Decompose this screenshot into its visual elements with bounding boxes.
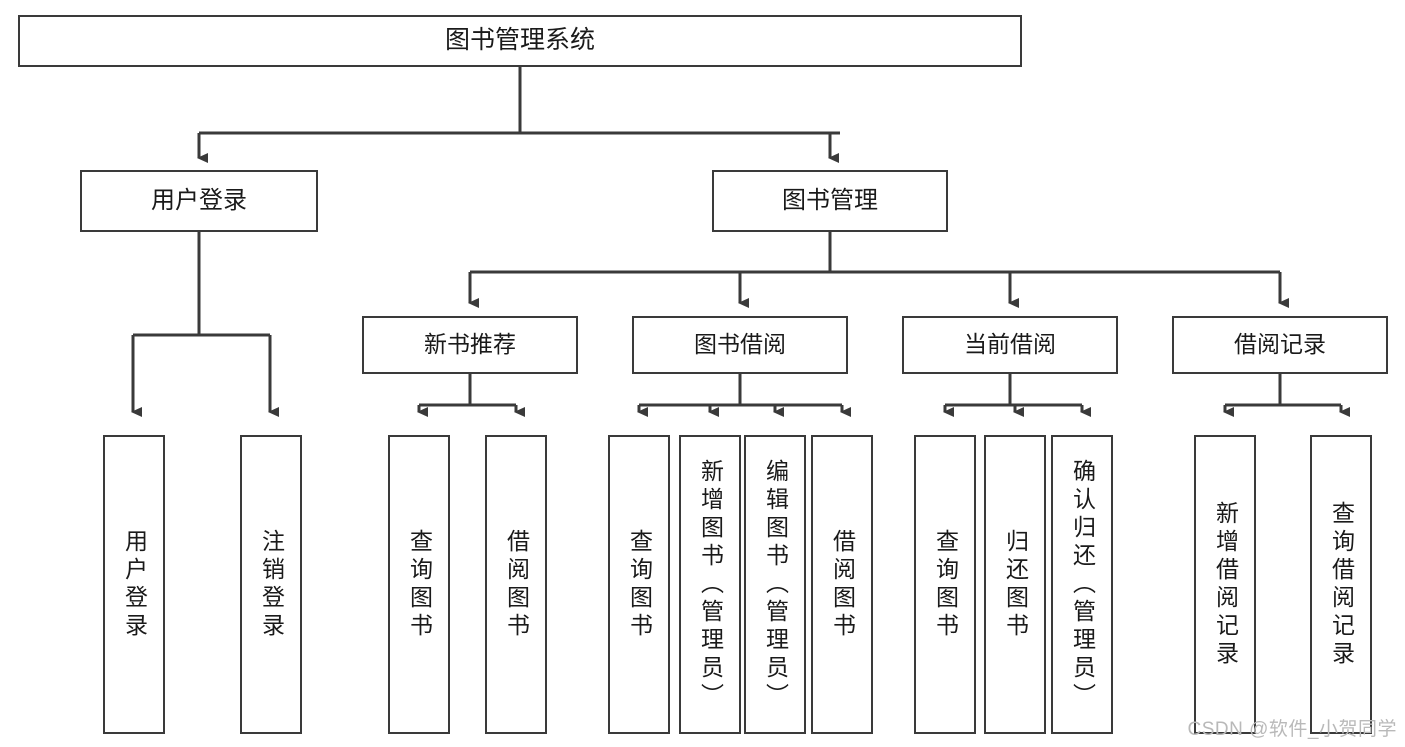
- leaf-confirm-return-admin[interactable]: 确认归还（管理员）: [1051, 435, 1113, 734]
- node-label: 归还图书: [1002, 528, 1029, 641]
- node-label: 查询图书: [932, 528, 959, 641]
- leaf-add-borrow-record[interactable]: 新增借阅记录: [1194, 435, 1256, 734]
- node-book-borrow[interactable]: 图书借阅: [632, 316, 848, 374]
- leaf-query-book-current[interactable]: 查询图书: [914, 435, 976, 734]
- leaf-add-book-admin[interactable]: 新增图书（管理员）: [679, 435, 741, 734]
- node-borrow-record[interactable]: 借阅记录: [1172, 316, 1388, 374]
- node-label: 新增借阅记录: [1212, 500, 1239, 669]
- node-user-login[interactable]: 用户登录: [80, 170, 318, 232]
- node-label: 借阅记录: [1234, 331, 1326, 358]
- leaf-query-book-borrow[interactable]: 查询图书: [608, 435, 670, 734]
- node-label: 图书管理: [782, 186, 878, 214]
- node-book-management[interactable]: 图书管理: [712, 170, 948, 232]
- leaf-borrow-book-recommend[interactable]: 借阅图书: [485, 435, 547, 734]
- node-label: 借阅图书: [503, 528, 530, 641]
- node-label: 确认归还（管理员）: [1069, 458, 1096, 711]
- node-label: 查询图书: [626, 528, 653, 641]
- node-label: 注销登录: [258, 528, 285, 641]
- leaf-logout[interactable]: 注销登录: [240, 435, 302, 734]
- node-label: 图书借阅: [694, 331, 786, 358]
- node-label: 借阅图书: [829, 528, 856, 641]
- node-current-borrow[interactable]: 当前借阅: [902, 316, 1118, 374]
- node-label: 当前借阅: [964, 331, 1056, 358]
- node-new-book-recommend[interactable]: 新书推荐: [362, 316, 578, 374]
- node-label: 新书推荐: [424, 331, 516, 358]
- node-label: 查询图书: [406, 528, 433, 641]
- leaf-query-book-recommend[interactable]: 查询图书: [388, 435, 450, 734]
- node-label: 新增图书（管理员）: [697, 458, 724, 711]
- leaf-user-login[interactable]: 用户登录: [103, 435, 165, 734]
- leaf-edit-book-admin[interactable]: 编辑图书（管理员）: [744, 435, 806, 734]
- node-label: 用户登录: [151, 186, 247, 214]
- leaf-borrow-book[interactable]: 借阅图书: [811, 435, 873, 734]
- node-label: 编辑图书（管理员）: [762, 458, 789, 711]
- node-label: 查询借阅记录: [1328, 500, 1355, 669]
- node-label: 用户登录: [121, 528, 148, 641]
- leaf-query-borrow-record[interactable]: 查询借阅记录: [1310, 435, 1372, 734]
- leaf-return-book[interactable]: 归还图书: [984, 435, 1046, 734]
- node-label: 图书管理系统: [444, 26, 595, 55]
- node-root-system[interactable]: 图书管理系统: [18, 15, 1022, 67]
- watermark-text: CSDN @软件_小贺同学: [1187, 719, 1397, 740]
